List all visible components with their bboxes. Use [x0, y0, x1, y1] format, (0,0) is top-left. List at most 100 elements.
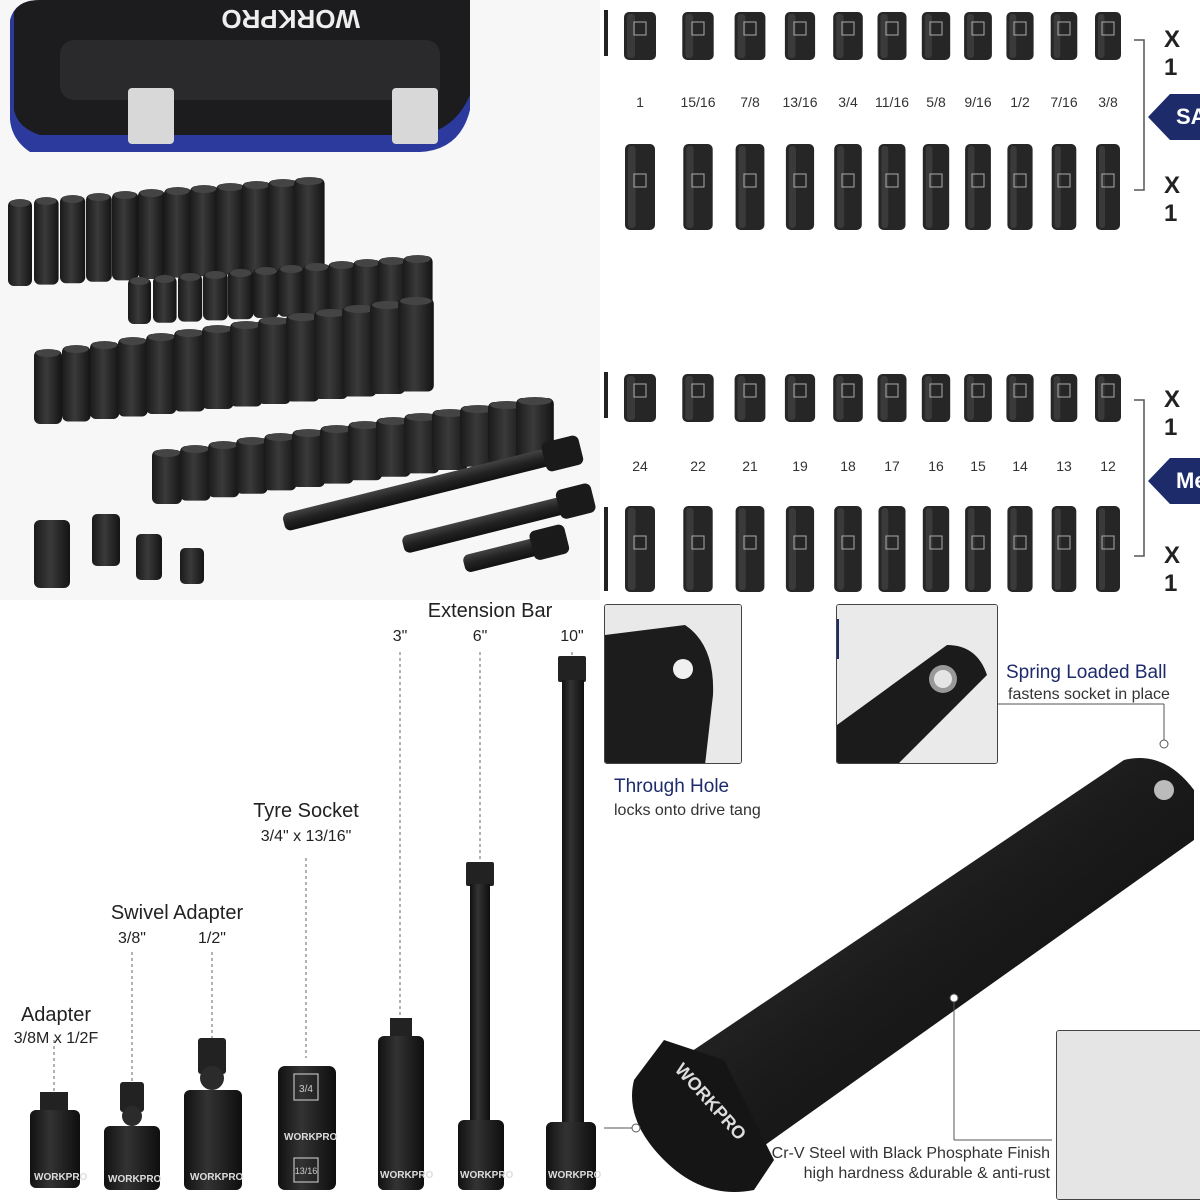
socket-1 — [625, 144, 655, 230]
steel-finish-desc: high hardness &durable & anti-rust — [803, 1165, 1050, 1182]
socket-11/16 — [878, 144, 906, 230]
overview-socket — [268, 179, 298, 272]
overview-socket — [190, 185, 219, 277]
extension-bar-title: Extension Bar — [427, 600, 553, 622]
metric-size-label: 13 — [1056, 458, 1072, 474]
socket-3/8 — [1096, 144, 1120, 230]
kit-overview-illustration: WORKPRO — [8, 0, 596, 588]
overview-socket — [242, 181, 272, 274]
through-hole-zoom — [604, 604, 742, 764]
metric-size-label: 18 — [840, 458, 856, 474]
extension-6-label: 6" — [472, 628, 488, 645]
overview-socket — [178, 273, 203, 322]
socket-3/4 — [834, 144, 862, 230]
socket-24 — [624, 374, 656, 422]
socket-14 — [1006, 374, 1034, 422]
overview-socket — [146, 333, 177, 414]
sae-size-label: 1/2 — [1010, 94, 1030, 110]
sae-bottom-count: X 1 — [1164, 172, 1181, 227]
overview-socket — [208, 441, 240, 498]
tyre-socket-part: 3/4 WORKPRO 13/16 — [278, 1066, 338, 1190]
overview-socket — [353, 259, 382, 314]
sae-top-count: X 1 — [1164, 26, 1181, 81]
overview-socket — [180, 445, 211, 501]
socket-16 — [921, 374, 951, 422]
socket-19 — [784, 374, 816, 422]
overview-socket — [112, 191, 139, 281]
socket-7/16 — [1050, 12, 1078, 60]
socket-13 — [1050, 374, 1078, 422]
metric-size-label: 17 — [884, 458, 900, 474]
metric-size-label: 14 — [1012, 458, 1028, 474]
sae-size-label: 13/16 — [782, 94, 818, 110]
overview-socket — [370, 301, 406, 394]
adapter-title: Adapter — [20, 1004, 92, 1026]
socket-5/8 — [921, 12, 951, 60]
socket-13/16 — [785, 144, 815, 230]
components-graphics: WORKPRO WORKPRO WORKPRO 3/4 WORKPRO 13/1… — [30, 652, 602, 1190]
features-graphics: WORKPRO — [604, 703, 1194, 1192]
socket-18 — [834, 506, 862, 592]
overview-socket — [488, 401, 526, 464]
svg-text:WORKPRO: WORKPRO — [460, 1170, 514, 1181]
overview-socket — [90, 341, 120, 419]
overview-socket — [342, 305, 377, 397]
metric-bracket — [1134, 399, 1145, 557]
overview-socket — [228, 269, 254, 320]
overview-socket — [320, 425, 354, 484]
overview-socket — [34, 349, 62, 424]
sae-size-label: 1 — [636, 94, 644, 110]
svg-text:WORKPRO: WORKPRO — [34, 1172, 88, 1183]
metric-deep-sockets — [625, 506, 1120, 592]
socket-24 — [625, 506, 655, 592]
deep-sae-sockets-row — [8, 177, 325, 286]
sae-short-sockets — [624, 12, 1121, 60]
overview-socket — [314, 309, 348, 399]
tyre-socket-title: Tyre Socket — [253, 800, 359, 822]
socket-12 — [1096, 506, 1120, 592]
socket-17 — [877, 374, 907, 422]
overview-socket — [202, 325, 234, 409]
features-panel: WORKPRO Through Hole locks onto — [604, 600, 1200, 1200]
sae-size-label: 7/16 — [1050, 94, 1078, 110]
extension-bar-6-part: WORKPRO — [458, 862, 514, 1190]
socket-17 — [878, 506, 906, 592]
overview-socket — [60, 195, 86, 284]
socket-7/8 — [735, 144, 765, 230]
sae-size-label: 9/16 — [964, 94, 992, 110]
swivel-38-label: 3/8" — [118, 930, 146, 947]
socket-7/8 — [734, 12, 766, 60]
callout-lines — [604, 703, 1169, 1141]
overview-socket — [62, 345, 91, 422]
socket-18 — [833, 374, 863, 422]
steel-finish-zoom — [1056, 1030, 1200, 1200]
overview-socket — [216, 183, 245, 275]
svg-text:WORKPRO: WORKPRO — [190, 1172, 244, 1183]
metric-size-label: 22 — [690, 458, 706, 474]
swivel-adapter-38-part: WORKPRO — [104, 1082, 162, 1190]
overview-socket — [258, 317, 291, 404]
svg-text:WORKPRO: WORKPRO — [221, 4, 360, 34]
sae-size-label: 3/8 — [1098, 94, 1118, 110]
swivel-12-label: 1/2" — [198, 930, 226, 947]
socket-5/8 — [922, 144, 950, 230]
socket-1/2 — [1007, 144, 1033, 230]
metric-size-label: 15 — [970, 458, 986, 474]
overview-socket — [138, 189, 165, 279]
spring-ball-zoom — [836, 604, 998, 764]
socket-22 — [682, 374, 714, 422]
socket-14 — [1007, 506, 1033, 592]
overview-socket — [86, 193, 112, 282]
socket-3/4 — [833, 12, 863, 60]
overview-socket — [253, 267, 279, 318]
overview-socket — [128, 277, 151, 324]
socket-16 — [922, 506, 950, 592]
overview-socket — [174, 329, 205, 412]
through-hole-desc: locks onto drive tang — [614, 802, 761, 819]
overview-socket — [348, 421, 383, 481]
sae-size-label: 7/8 — [740, 94, 760, 110]
overview-socket — [378, 257, 407, 312]
adapter-size: 3/8M x 1/2F — [13, 1030, 99, 1047]
overview-socket — [403, 255, 433, 311]
